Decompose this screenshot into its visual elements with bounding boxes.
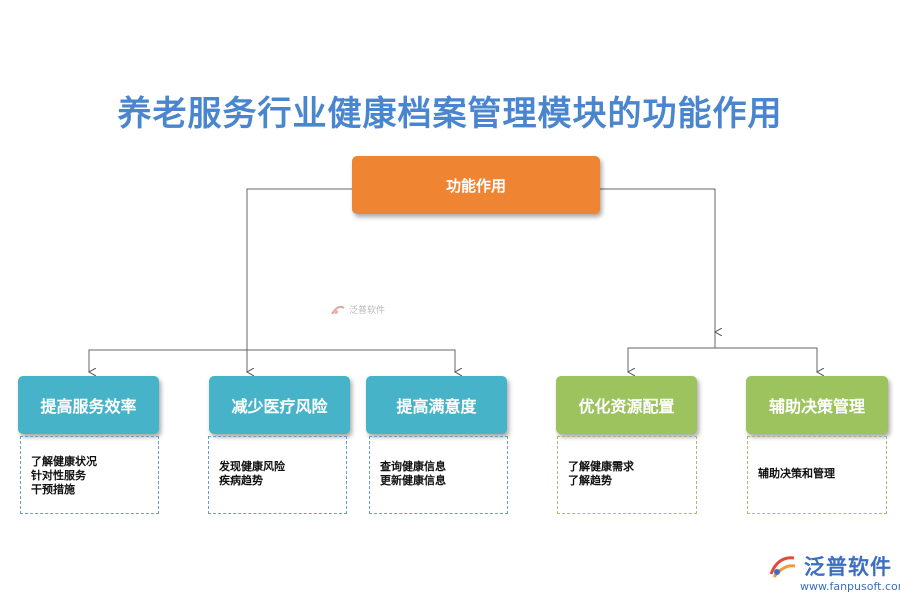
- watermark-text: 泛普软件: [349, 306, 386, 316]
- detail-box-resource-allocation: 了解健康需求 了解趋势: [557, 436, 697, 514]
- watermark-logo-icon: [331, 305, 345, 315]
- root-node: 功能作用: [352, 156, 600, 214]
- detail-item: 了解健康需求: [568, 460, 634, 473]
- detail-item: 更新健康信息: [380, 474, 446, 487]
- detail-item: 针对性服务: [31, 469, 86, 482]
- watermark: 泛普软件: [330, 303, 385, 316]
- detail-box-satisfaction: 查询健康信息 更新健康信息: [369, 436, 508, 514]
- detail-box-service-efficiency: 了解健康状况 针对性服务 干预措施: [20, 436, 159, 514]
- detail-box-reduce-medical-risk: 发现健康风险 疾病趋势: [208, 436, 347, 514]
- brand-url: www.fanpusoft.com: [800, 580, 900, 593]
- node-reduce-medical-risk: 减少医疗风险: [209, 376, 350, 434]
- connector-left: [247, 188, 352, 372]
- detail-item: 了解趋势: [568, 474, 612, 487]
- node-decision-support: 辅助决策管理: [746, 376, 888, 434]
- detail-item: 干预措施: [31, 483, 75, 496]
- detail-item: 发现健康风险: [219, 460, 285, 473]
- connector-left-bar: [88, 349, 455, 372]
- diagram-title: 养老服务行业健康档案管理模块的功能作用: [117, 94, 783, 134]
- brand-logo-icon: [769, 556, 796, 578]
- brand-logo: 泛普软件: [768, 551, 892, 581]
- node-service-efficiency: 提高服务效率: [18, 376, 159, 434]
- detail-box-decision-support: 辅助决策和管理: [747, 436, 887, 514]
- node-satisfaction: 提高满意度: [366, 376, 507, 434]
- brand-name: 泛普软件: [804, 555, 892, 579]
- node-resource-allocation: 优化资源配置: [556, 376, 697, 434]
- detail-item: 辅助决策和管理: [758, 467, 835, 480]
- connector-right: [600, 188, 715, 332]
- connector-right-bar: [627, 347, 817, 372]
- detail-item: 疾病趋势: [219, 474, 263, 487]
- detail-item: 查询健康信息: [380, 460, 446, 473]
- detail-item: 了解健康状况: [31, 455, 97, 468]
